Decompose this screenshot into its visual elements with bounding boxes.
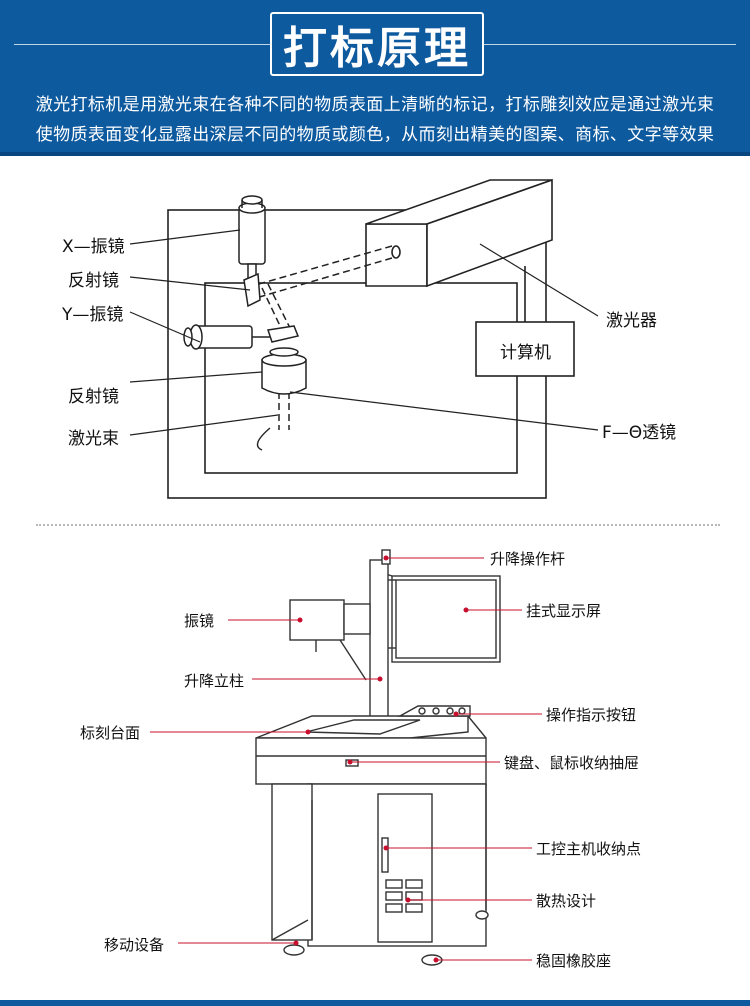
y-galvo-drawing [183, 324, 300, 350]
label-monitor: 挂式显示屏 [526, 602, 602, 620]
label-cooling: 散热设计 [536, 892, 597, 910]
title-rule-right [484, 44, 736, 45]
mirror1-drawing [243, 272, 261, 308]
label-table: 标刻台面 [80, 724, 141, 742]
label-x-galvo: X—振镜 [62, 237, 125, 257]
laser-box [365, 178, 553, 288]
label-host-storage: 工控主机收纳点 [536, 840, 642, 858]
label-mirror-2: 反射镜 [68, 387, 119, 407]
inner-frame [204, 282, 518, 474]
label-y-galvo: Y—振镜 [62, 305, 124, 325]
laser-beam-path [251, 245, 393, 430]
mark-arc [256, 427, 271, 451]
label-lift-handle: 升降操作杆 [490, 550, 566, 568]
x-galvo-drawing [238, 195, 266, 281]
label-laser-beam: 激光束 [68, 429, 119, 449]
machine-drawing [255, 549, 501, 966]
machine-leader-dots [293, 555, 469, 963]
diagram-area: X—振镜 反射镜 Y—振镜 反射镜 激光束 激光器 计算机 F—Θ透镜 升降操作… [0, 160, 750, 1006]
label-mirror-1: 反射镜 [68, 271, 119, 291]
f-theta-lens-drawing [261, 347, 307, 395]
label-rubber-feet: 稳固橡胶座 [536, 952, 612, 970]
principle-diagram-drawing [129, 178, 599, 966]
description-line-1: 激光打标机是用激光束在各种不同的物质表面上清晰的标记，打标雕刻效应是通过激光束 [35, 95, 715, 115]
label-f-theta-lens: F—Θ透镜 [602, 423, 677, 443]
principle-leaders [129, 229, 599, 436]
label-galvo: 振镜 [184, 612, 215, 630]
section-divider [36, 524, 720, 526]
computer-box [475, 321, 575, 377]
header-banner: 打标原理 激光打标机是用激光束在各种不同的物质表面上清晰的标记，打标雕刻效应是通… [0, 0, 750, 156]
label-column: 升降立柱 [184, 672, 245, 690]
label-drawer: 键盘、鼠标收纳抽屉 [504, 754, 640, 772]
label-laser: 激光器 [606, 311, 657, 331]
label-buttons: 操作指示按钮 [546, 706, 637, 724]
description-line-2: 使物质表面变化显露出深层不同的物质或颜色，从而刻出精美的图案、商标、文字等效果 [35, 125, 715, 145]
label-casters: 移动设备 [104, 936, 165, 954]
label-computer: 计算机 [500, 343, 551, 363]
bottom-bar [0, 1000, 750, 1006]
title-rule-left [14, 44, 270, 45]
machine-leaders [150, 557, 542, 961]
page-title: 打标原理 [270, 12, 484, 76]
